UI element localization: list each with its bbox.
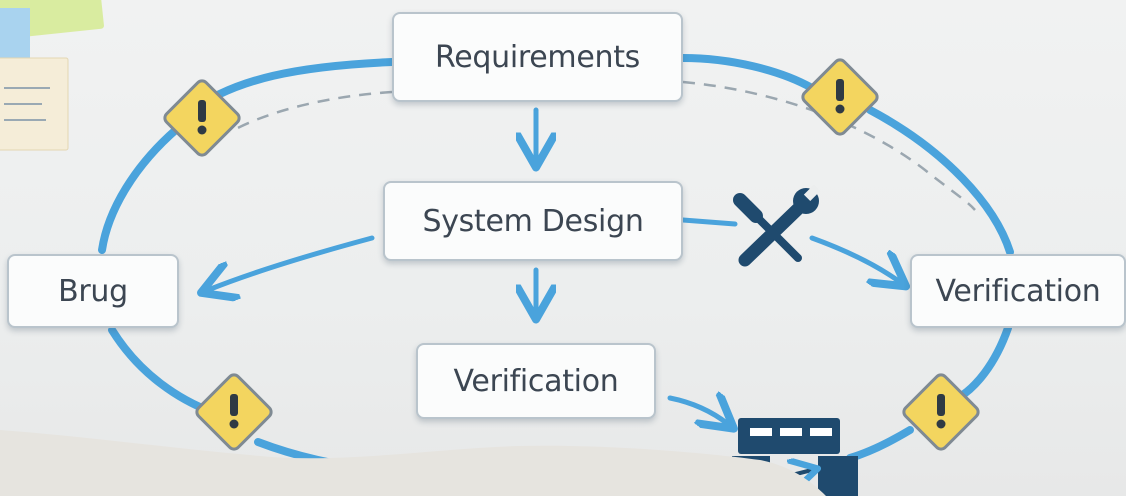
node-requirements[interactable]: Requirements xyxy=(392,12,683,102)
warning-triangle-icon xyxy=(163,79,241,157)
loop-lower-left xyxy=(108,326,216,416)
dashed-guides xyxy=(229,80,976,211)
flow-arrows xyxy=(208,107,900,424)
loop-lower-right xyxy=(954,324,1012,402)
dashed-guide-right xyxy=(682,80,976,211)
loop-top-right xyxy=(679,54,816,92)
node-verification-right[interactable]: Verification xyxy=(910,254,1126,328)
sticky-notes xyxy=(0,0,104,151)
torn-paper-overlay xyxy=(0,430,826,496)
arrow-system-design-to-brug xyxy=(208,235,375,290)
loop-upper-left xyxy=(98,124,182,254)
node-verification[interactable]: Verification xyxy=(416,343,656,419)
warning-triangle-icon xyxy=(902,373,980,451)
arrow-system-design-to-tools xyxy=(680,217,738,227)
warning-triangle-icon xyxy=(195,373,273,451)
loop-bottom-right xyxy=(846,426,914,462)
dashed-guide-left xyxy=(229,90,393,134)
loop-upper-right xyxy=(866,106,1014,256)
warning-triangle-icon xyxy=(801,58,879,136)
node-system-design[interactable]: System Design xyxy=(383,181,683,261)
node-brug[interactable]: Brug xyxy=(7,254,179,328)
wrench-screwdriver-icon xyxy=(733,184,821,267)
arrow-tools-to-verification-right xyxy=(809,235,900,282)
arrow-verification-to-hardware xyxy=(667,398,728,424)
